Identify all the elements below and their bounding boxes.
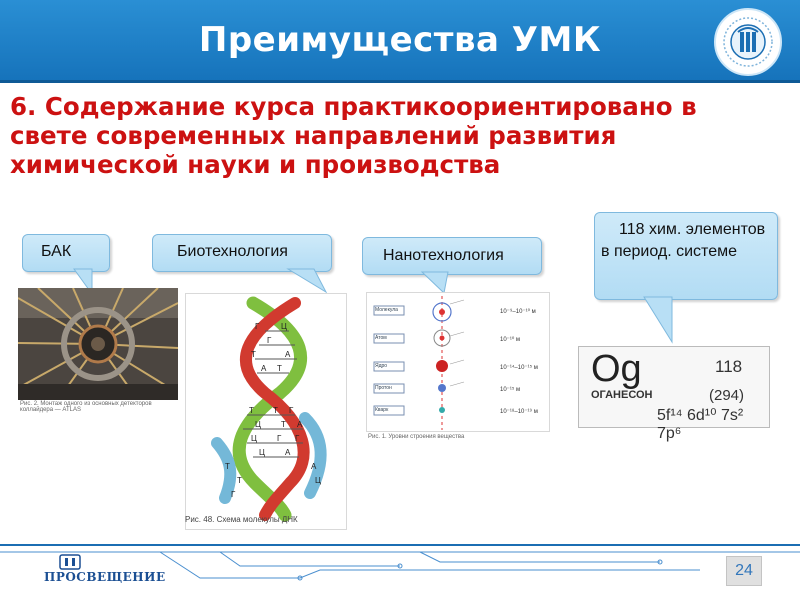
bak-image-caption: Рис. 2. Монтаж одного из основных детект… <box>20 401 152 413</box>
slide-title: Преимущества УМК <box>198 20 602 60</box>
dna-base-label: Ц <box>251 434 257 443</box>
callout-bak-label: БАК <box>41 243 72 260</box>
callout-bak: БАК <box>22 234 110 272</box>
callout-biotech-label: Биотехнология <box>177 243 288 260</box>
callout-nanotech: Нанотехнология <box>362 237 542 275</box>
nano-scale-label: 10⁻¹⁰ м <box>500 337 521 343</box>
nano-level-label: Протон <box>375 385 392 391</box>
dna-base-label: А <box>285 350 291 359</box>
callout-nanotech-label: Нанотехнология <box>383 247 504 264</box>
dna-base-label: Г <box>267 336 272 345</box>
nano-level-label: Молекула <box>375 307 398 313</box>
dna-image-caption: Рис. 48. Схема молекулы ДНК <box>185 515 298 524</box>
dna-base-label: Т <box>249 406 254 415</box>
slide-subtitle: 6. Содержание курса практикоориентирован… <box>10 92 697 179</box>
nano-scale-label: 10⁻¹⁸–10⁻¹⁹ м <box>500 409 538 415</box>
nano-scale-label: 10⁻¹⁴–10⁻¹⁵ м <box>500 365 538 371</box>
callout-elements-tail <box>643 296 673 344</box>
callout-biotech: Биотехнология <box>152 234 332 272</box>
nano-level-label: Ядро <box>375 363 388 369</box>
dna-base-label: Г <box>295 434 300 443</box>
callout-biotech-tail <box>286 268 328 294</box>
bak-collider-image: Рис. 2. Монтаж одного из основных детект… <box>17 287 179 413</box>
dna-base-label: Т <box>277 364 282 373</box>
element-symbol: Og <box>591 348 642 390</box>
prosveshchenie-logo-icon <box>59 554 81 570</box>
dna-base-label: Т <box>225 462 230 471</box>
nano-scale-label: 10⁻¹⁵ м <box>500 387 521 393</box>
dna-base-label: Ц <box>281 322 287 331</box>
dna-base-label: Ц <box>315 476 321 485</box>
footer-line <box>0 544 800 546</box>
header-bar: Преимущества УМК <box>0 0 800 83</box>
collider-detector-illustration <box>17 287 179 401</box>
nano-image-caption: Рис. 1. Уровни строения вещества <box>368 434 465 440</box>
dna-base-label: Г <box>277 434 282 443</box>
dna-base-label: А <box>297 420 303 429</box>
dna-base-label: Г <box>231 490 236 499</box>
dna-base-label: А <box>285 448 291 457</box>
nano-scale-label: 10⁻⁹–10⁻¹⁰ м <box>500 309 536 315</box>
dna-base-label: Т <box>237 476 242 485</box>
dna-base-label: Т <box>281 420 286 429</box>
dna-base-label: Т <box>273 406 278 415</box>
dna-base-label: Ц <box>259 448 265 457</box>
dna-base-label: А <box>311 462 317 471</box>
dna-base-label: Г <box>255 322 260 331</box>
element-name: ОГАНЕСОН <box>591 389 653 401</box>
dna-base-label: Т <box>251 350 256 359</box>
matter-levels-illustration <box>366 292 550 432</box>
prosveshchenie-round-logo-icon <box>714 8 782 76</box>
dna-base-label: А <box>261 364 267 373</box>
element-config: 5f¹⁴ 6d¹⁰ 7s² 7p⁶ <box>657 407 744 442</box>
callout-elements: 118 хим. элементов в период. системе <box>594 212 778 300</box>
page-number: 24 <box>726 556 762 586</box>
callout-elements-label: 118 хим. элементов в период. системе <box>601 221 766 260</box>
element-tile-og: Og 118 ОГАНЕСОН (294) 5f¹⁴ 6d¹⁰ 7s² 7p⁶ <box>578 346 770 442</box>
element-number: 118 <box>715 357 743 376</box>
dna-base-label: Ц <box>255 420 261 429</box>
element-mass: (294) <box>709 387 745 404</box>
dna-base-label: Г <box>289 406 294 415</box>
callout-nanotech-tail <box>420 271 449 294</box>
nano-level-label: Атом <box>375 335 387 341</box>
footer-circuit-decoration <box>0 551 800 581</box>
nano-level-label: Кварк <box>375 407 389 413</box>
prosveshchenie-logo-text: ПРОСВЕЩЕНИЕ <box>44 570 166 584</box>
callout-bak-tail <box>73 268 93 296</box>
nanotech-image: Молекула Атом Ядро Протон Кварк 10⁻⁹–10⁻… <box>366 292 550 442</box>
